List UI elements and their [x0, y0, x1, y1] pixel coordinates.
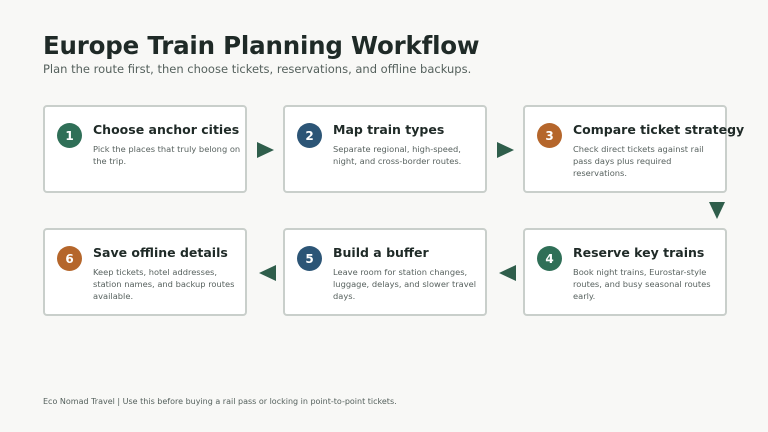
step-badge: 4	[537, 246, 562, 271]
page-title: Europe Train Planning Workflow	[43, 31, 480, 60]
step-title: Map train types	[333, 122, 445, 137]
page-subtitle: Plan the route first, then choose ticket…	[43, 62, 472, 76]
step-card-3: 3 Compare ticket strategy Check direct t…	[523, 105, 744, 193]
arrow-down-icon	[709, 202, 725, 219]
step-description: Keep tickets, hotel addresses, station n…	[93, 267, 235, 301]
step-badge: 2	[297, 123, 322, 148]
arrow-right-icon	[497, 142, 514, 158]
step-card-6: 6 Save offline details Keep tickets, hot…	[43, 228, 247, 316]
arrow-right-icon	[257, 142, 274, 158]
step-title: Reserve key trains	[573, 245, 705, 260]
footer-note: Eco Nomad Travel | Use this before buyin…	[43, 397, 397, 406]
arrow-left-icon	[259, 265, 276, 281]
step-card-5: 5 Build a buffer Leave room for station …	[283, 228, 487, 316]
step-badge: 1	[57, 123, 82, 148]
step-description: Check direct tickets against rail pass d…	[573, 144, 704, 178]
step-title: Build a buffer	[333, 245, 429, 260]
step-title: Save offline details	[93, 245, 228, 260]
step-description: Separate regional, high-speed, night, an…	[333, 144, 462, 166]
step-card-2: 2 Map train types Separate regional, hig…	[283, 105, 487, 193]
step-badge: 3	[537, 123, 562, 148]
arrow-left-icon	[499, 265, 516, 281]
step-badge: 6	[57, 246, 82, 271]
step-title: Choose anchor cities	[93, 122, 240, 137]
step-title: Compare ticket strategy	[573, 122, 745, 137]
step-badge: 5	[297, 246, 322, 271]
step-description: Leave room for station changes, luggage,…	[333, 267, 477, 301]
step-description: Pick the places that truly belong on the…	[93, 144, 241, 166]
step-description: Book night trains, Eurostar-style routes…	[573, 267, 711, 301]
step-card-4: 4 Reserve key trains Book night trains, …	[523, 228, 727, 316]
step-card-1: 1 Choose anchor cities Pick the places t…	[43, 105, 247, 193]
